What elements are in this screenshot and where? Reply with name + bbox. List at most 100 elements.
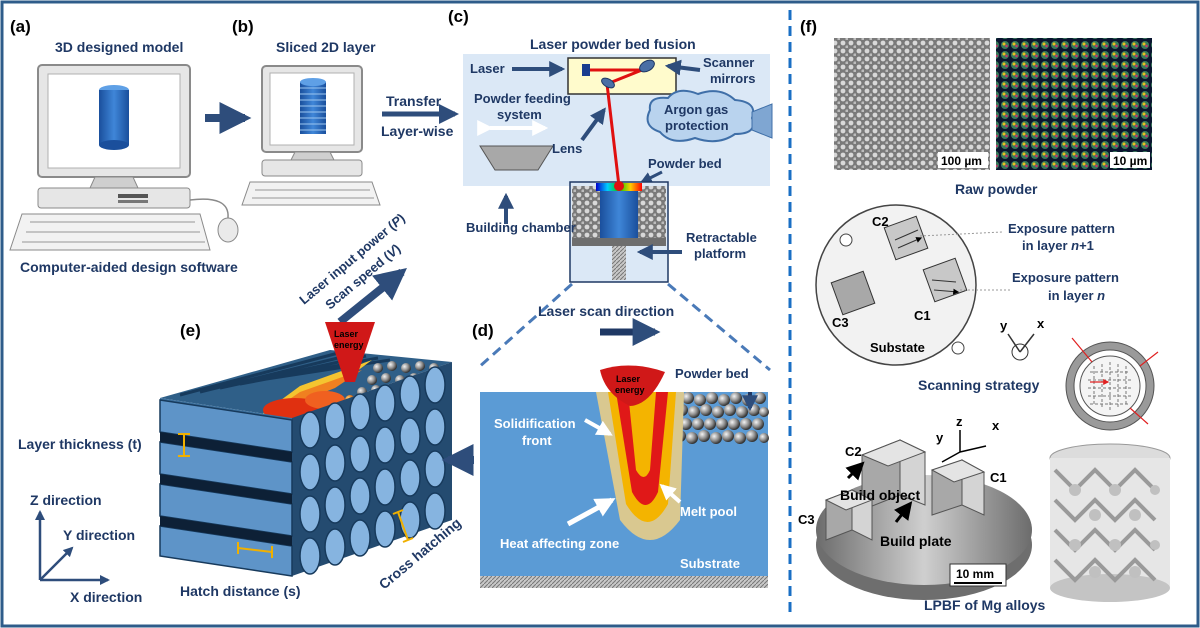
plate-hole-1 [839, 233, 853, 247]
argon-nozzle [751, 103, 773, 139]
retractable-label-2: platform [694, 246, 746, 261]
substate-label: Substate [870, 340, 925, 355]
exposure-2-line1: Exposure pattern [1012, 270, 1119, 285]
build-object-arrow [845, 461, 865, 481]
x-direction-label: X direction [70, 589, 142, 605]
ebsd-image [996, 38, 1152, 170]
scan-plate [815, 204, 977, 366]
laser-energy-cone [325, 322, 375, 382]
feed-label-2: system [497, 107, 542, 122]
feed-hopper [479, 145, 554, 171]
y-direction-label: Y direction [63, 527, 135, 543]
panel-label-e: (e) [180, 321, 201, 340]
laser-spot [614, 181, 624, 191]
panel-label-b: (b) [232, 17, 254, 36]
scale-bar-1: 100 µm [941, 154, 982, 168]
c2-label: C2 [872, 214, 889, 229]
axis-x-line [1019, 333, 1035, 353]
powder-bed-label: Powder bed [648, 156, 722, 171]
c1-label: C1 [914, 308, 931, 323]
c3-label: C3 [832, 315, 849, 330]
mirror-2-icon [601, 77, 615, 89]
transfer-label-1: Transfer [386, 93, 442, 109]
exp-leader-1 [919, 231, 1003, 237]
laser-source-icon [582, 64, 590, 76]
ring-strategy-diagram [1065, 337, 1159, 431]
build-c3-label: C3 [798, 512, 815, 527]
scanner-arrow [664, 59, 701, 76]
platform-plate [572, 238, 666, 246]
argon-label-1: Argon gas [664, 102, 728, 117]
scale-bar-3: 10 mm [956, 567, 994, 581]
build-part [600, 188, 638, 238]
build-plate-label: Build plate [880, 533, 952, 549]
lens-label: Lens [552, 141, 582, 156]
melt-pool-arrow [659, 483, 682, 504]
substrate-label: Substrate [680, 556, 740, 571]
hatch-distance-label: Hatch distance (s) [180, 583, 301, 599]
panel-c-title: Laser powder bed fusion [530, 36, 696, 52]
lpbf-label: LPBF of Mg alloys [924, 597, 1046, 613]
z-direction-label: Z direction [30, 492, 102, 508]
panel-b: (b) Sliced 2D layer [232, 17, 381, 206]
haz-arrow [566, 497, 616, 527]
panel-f: (f) 100 µm 10 µm Raw powder C2 C1 C3 Sub… [798, 17, 1171, 613]
cube-c2 [883, 215, 929, 261]
exposure-1-line2: in layer n+1 [1022, 238, 1094, 253]
panel-a: (a) 3D designed model Computer-aided des… [9, 17, 239, 275]
melt-pool-label: Melt pool [680, 504, 737, 519]
exposure-2-line2: in layer n [1048, 288, 1105, 303]
solidification-label-2: front [522, 433, 552, 448]
y-axis-arrow [39, 546, 74, 581]
building-chamber-label: Building chamber [466, 220, 576, 235]
computer-a-icon [9, 64, 239, 251]
zoom-line-left [477, 282, 573, 370]
axis-y-line [1007, 333, 1021, 353]
computer-b-icon [241, 65, 381, 206]
panel-a-title: 3D designed model [55, 39, 183, 55]
layer-thickness-label: Layer thickness (t) [18, 436, 142, 452]
cube-c1 [922, 257, 968, 303]
cube-c3 [830, 270, 876, 316]
build-c2-label: C2 [845, 444, 862, 459]
build-plate-photo [816, 439, 1032, 600]
parameter-arrow [337, 267, 407, 326]
solidification-arrow [584, 418, 613, 436]
scale-bar-3-box [949, 563, 1007, 587]
d-laser-energy [600, 365, 665, 406]
argon-label-2: protection [665, 118, 729, 133]
zoom-line-right [667, 282, 771, 372]
axis-origin [1011, 343, 1029, 361]
e-laser-label-2: energy [334, 340, 364, 350]
lens-arrow [580, 107, 606, 142]
d-laser-label-1: Laser [616, 374, 641, 384]
haz-label: Heat affecting zone [500, 536, 619, 551]
build-plate-arrow [894, 501, 913, 523]
build-axis-y: y [936, 430, 944, 445]
laser-label: Laser [470, 61, 505, 76]
build-axis-z: z [956, 414, 963, 429]
scale-bar-1-box [938, 152, 988, 168]
panel-label-a: (a) [10, 17, 31, 36]
laser-beam [590, 68, 643, 187]
scanner-label-1: Scanner [703, 55, 754, 70]
build-axes [941, 430, 987, 463]
axis-y-label: y [1000, 318, 1008, 333]
panel-b-title: Sliced 2D layer [276, 39, 376, 55]
substrate-base [480, 576, 768, 588]
layer-block: Laser energy [159, 322, 452, 577]
plate-hole-2 [951, 341, 965, 355]
lattice-scaffold [1049, 443, 1171, 602]
build-axis-x: x [992, 418, 1000, 433]
panel-label-c: (c) [448, 7, 469, 26]
sem-image-1 [834, 38, 990, 170]
panel-e: (e) Laser energy [18, 321, 464, 605]
build-c1-label: C1 [990, 470, 1007, 485]
solidification-label-1: Solidification [494, 416, 576, 431]
scale-bar-2: 10 µm [1113, 154, 1147, 168]
raw-powder-label: Raw powder [955, 181, 1038, 197]
scan-direction-label: Laser scan direction [538, 303, 674, 319]
